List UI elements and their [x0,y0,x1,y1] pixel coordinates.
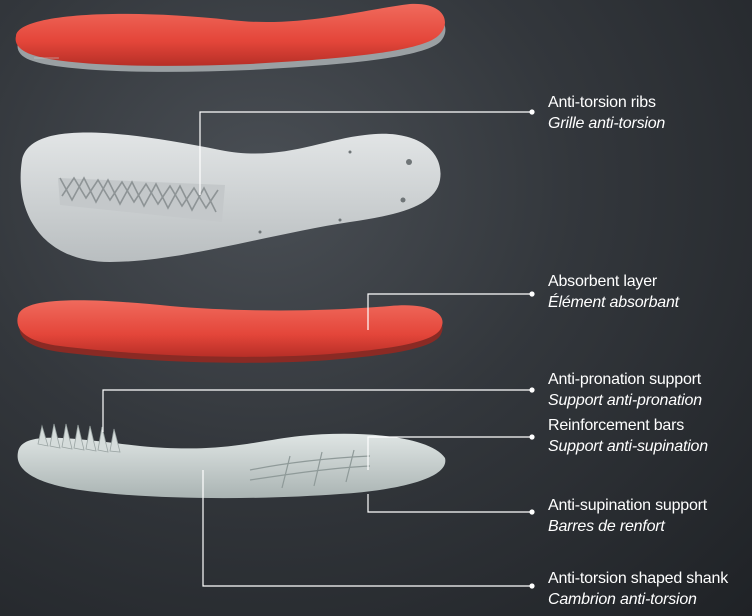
shank-layer [18,424,446,498]
label-fr: Élément absorbant [548,292,679,313]
callout-absorbent-layer: Absorbent layer Élément absorbant [548,271,679,313]
label-en: Anti-pronation support [548,369,702,390]
top-insole-layer: ═════ [16,4,446,72]
svg-text:═════: ═════ [33,55,59,62]
absorbent-layer-shape [17,300,442,363]
callout-anti-pronation-support: Anti-pronation support Support anti-pron… [548,369,702,411]
label-fr: Support anti-supination [548,436,708,457]
leader-line-anti-supination-support [368,494,530,512]
label-en: Anti-torsion ribs [548,92,665,113]
label-fr: Grille anti-torsion [548,113,665,134]
callout-anti-supination-support: Anti-supination support Barres de renfor… [548,495,707,537]
label-fr: Cambrion anti-torsion [548,589,728,610]
label-en: Reinforcement bars [548,415,708,436]
label-en: Anti-torsion shaped shank [548,568,728,589]
callout-anti-torsion-ribs: Anti-torsion ribs Grille anti-torsion [548,92,665,134]
callout-reinforcement-bars: Reinforcement bars Support anti-supinati… [548,415,708,457]
label-en: Anti-supination support [548,495,707,516]
label-fr: Barres de renfort [548,516,707,537]
leader-dots [529,109,534,588]
label-en: Absorbent layer [548,271,679,292]
label-fr: Support anti-pronation [548,390,702,411]
leader-line-anti-pronation-support [103,390,530,432]
callout-anti-torsion-shaped-shank: Anti-torsion shaped shank Cambrion anti-… [548,568,728,610]
grey-sole-layer [21,133,441,263]
